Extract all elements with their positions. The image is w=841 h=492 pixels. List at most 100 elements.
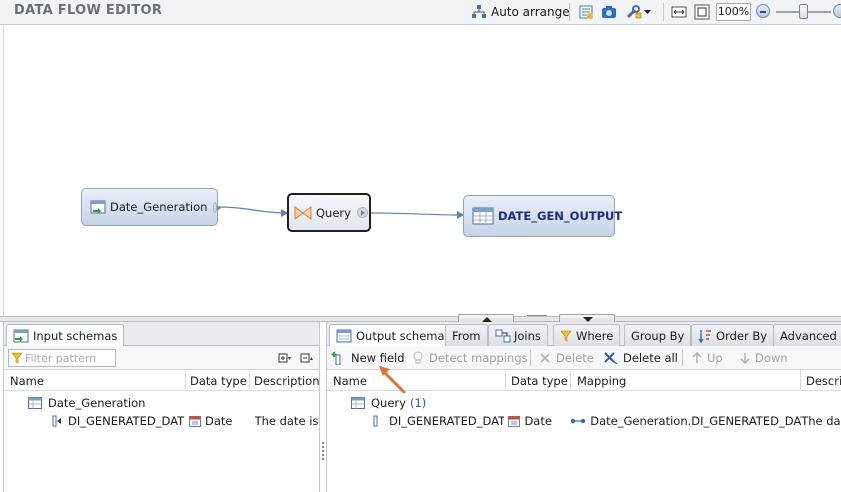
input-col-description[interactable]: Description xyxy=(254,374,320,388)
input-schema-root[interactable]: Date_Generation xyxy=(28,394,145,412)
input-col-name[interactable]: Name xyxy=(10,374,44,388)
fit-page-button[interactable] xyxy=(694,2,710,22)
output-schema-name: Query xyxy=(371,396,406,410)
input-table-row[interactable]: DI_GENERATED_DATE Date The date is a xyxy=(52,412,320,430)
fit-width-icon xyxy=(671,6,687,18)
zoom-level-field[interactable]: 100% xyxy=(716,3,751,21)
delete-all-button[interactable]: Delete all xyxy=(603,349,678,367)
arrow-down-icon xyxy=(740,353,750,364)
editor-toolbar: DATA FLOW EDITOR Auto arrange xyxy=(0,0,841,25)
query-transform-icon xyxy=(294,205,312,220)
filter-pattern-input[interactable]: Filter pattern xyxy=(8,349,116,367)
collapse-all-icon[interactable] xyxy=(300,352,314,364)
move-up-button[interactable]: Up xyxy=(692,349,723,367)
target-node[interactable]: DATE_GEN_OUTPUT xyxy=(463,195,622,237)
input-row-description: The date is a xyxy=(254,414,320,428)
zoom-slider-thumb[interactable] xyxy=(799,4,808,19)
output-row-description: The da xyxy=(801,414,841,428)
input-schema-icon xyxy=(13,329,29,343)
tab-from[interactable]: From xyxy=(445,324,488,346)
source-node-label: Date_Generation xyxy=(110,200,208,214)
tab-output-schema[interactable]: Output schema xyxy=(329,324,452,347)
mapping-link-icon xyxy=(571,418,586,424)
output-col-description[interactable]: Descri xyxy=(806,374,841,388)
output-row-name: DI_GENERATED_DATE xyxy=(389,414,505,428)
fit-page-icon xyxy=(694,4,710,20)
new-field-button[interactable]: New field xyxy=(331,349,405,367)
output-toolbar: New field Detect mappings Delete Delete … xyxy=(327,346,841,370)
tab-group-by-label: Group By xyxy=(631,328,685,343)
move-down-button[interactable]: Down xyxy=(740,349,788,367)
connection-query-to-output xyxy=(370,212,464,216)
source-node-expand-icon[interactable] xyxy=(213,201,221,213)
auto-arrange-label: Auto arrange xyxy=(491,5,570,19)
fit-width-button[interactable] xyxy=(671,2,687,22)
output-row-mapping: Date_Generation.DI_GENERATED_DATE xyxy=(590,414,802,428)
detect-mappings-button[interactable]: Detect mappings xyxy=(412,349,528,367)
order-by-icon xyxy=(698,329,711,343)
screenshot-button[interactable] xyxy=(601,2,617,22)
input-column-header: Name Data type Description xyxy=(4,370,320,391)
tab-order-by[interactable]: Order By xyxy=(691,324,775,346)
tools-dropdown-button[interactable] xyxy=(625,2,652,22)
zoom-in-button[interactable] xyxy=(833,4,841,18)
expand-all-icon[interactable] xyxy=(278,352,292,364)
tab-advanced[interactable]: Advanced xyxy=(773,324,841,346)
output-tabbar: Output schema From Joins Where Group By xyxy=(327,322,841,347)
dataflow-canvas[interactable]: Date_Generation Query DATE_GEN_OUTPUT xyxy=(3,25,841,316)
filter-placeholder: Filter pattern xyxy=(25,351,97,365)
filter-icon xyxy=(11,352,23,364)
tab-input-schemas[interactable]: Input schemas xyxy=(6,324,125,347)
where-filter-icon xyxy=(560,330,572,341)
lightbulb-icon xyxy=(413,351,423,364)
input-col-datatype[interactable]: Data type xyxy=(190,374,247,388)
tab-group-by[interactable]: Group By xyxy=(624,324,692,346)
auto-arrange-icon xyxy=(472,5,486,18)
tab-where[interactable]: Where xyxy=(553,324,621,346)
output-col-datatype[interactable]: Data type xyxy=(511,374,568,388)
tab-order-by-label: Order By xyxy=(716,328,768,343)
input-tabbar: Input schemas xyxy=(4,322,319,347)
zoom-out-button[interactable] xyxy=(756,4,770,18)
delete-icon xyxy=(540,353,550,363)
delete-all-icon xyxy=(604,352,618,365)
input-row-name: DI_GENERATED_DATE xyxy=(68,414,185,428)
source-node[interactable]: Date_Generation xyxy=(81,188,221,226)
query-node[interactable]: Query xyxy=(287,193,371,232)
camera-icon xyxy=(602,6,616,18)
auto-arrange-button[interactable]: Auto arrange xyxy=(471,2,570,22)
target-table-icon xyxy=(472,207,494,225)
tab-joins-label: Joins xyxy=(514,328,541,343)
connection-lines xyxy=(217,206,464,219)
source-table-icon xyxy=(90,200,106,214)
query-node-label: Query xyxy=(316,205,351,220)
column-field-icon xyxy=(373,415,378,427)
tab-joins[interactable]: Joins xyxy=(488,324,548,346)
new-field-label: New field xyxy=(351,351,405,365)
output-schema-root[interactable]: Query (1) xyxy=(351,394,426,412)
schema-table-icon xyxy=(28,397,42,409)
vertical-splitter-grip[interactable] xyxy=(320,440,326,468)
tab-output-schema-label: Output schema xyxy=(356,329,445,343)
input-row-type: Date xyxy=(204,414,233,428)
chevron-down-icon xyxy=(644,10,651,14)
input-schema-name: Date_Generation xyxy=(48,396,146,410)
properties-icon xyxy=(579,5,593,19)
output-col-mapping[interactable]: Mapping xyxy=(577,374,627,388)
output-schema-panel: Output schema From Joins Where Group By xyxy=(326,322,841,492)
date-type-icon xyxy=(188,415,201,427)
tab-where-label: Where xyxy=(576,328,614,343)
delete-label: Delete xyxy=(556,351,594,365)
target-node-label: DATE_GEN_OUTPUT xyxy=(498,209,623,223)
new-field-icon xyxy=(331,352,341,365)
properties-button[interactable] xyxy=(578,2,594,22)
arrow-up-icon xyxy=(692,352,702,363)
output-table-row[interactable]: DI_GENERATED_DATE Date Date_Generation.D… xyxy=(373,412,841,430)
connection-arrow-2 xyxy=(457,211,464,219)
delete-all-label: Delete all xyxy=(623,351,678,365)
delete-button[interactable]: Delete xyxy=(539,349,594,367)
query-node-expand-icon[interactable] xyxy=(356,207,368,218)
output-schema-icon xyxy=(336,329,352,343)
output-schema-count: (1) xyxy=(409,396,427,410)
output-col-name[interactable]: Name xyxy=(333,374,367,388)
